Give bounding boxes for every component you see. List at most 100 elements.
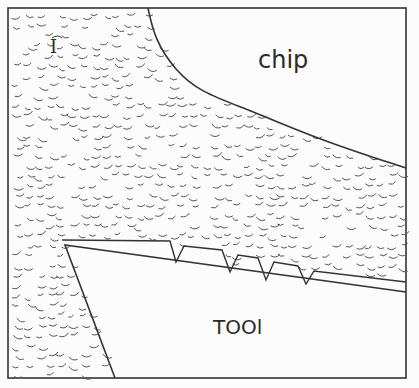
- shear-mark: [403, 244, 408, 246]
- shear-mark: [105, 127, 113, 129]
- shear-mark: [126, 84, 133, 86]
- shear-mark: [46, 197, 54, 200]
- shear-mark: [58, 235, 64, 237]
- shear-mark: [346, 245, 352, 247]
- shear-mark: [324, 187, 331, 189]
- shear-mark: [356, 173, 364, 176]
- shear-mark: [367, 207, 374, 209]
- shear-mark: [221, 227, 227, 228]
- shear-mark: [71, 292, 79, 295]
- shear-mark: [81, 65, 87, 67]
- shear-mark: [126, 188, 133, 190]
- shear-mark: [280, 136, 285, 138]
- shear-mark: [14, 336, 22, 339]
- shear-mark: [46, 184, 52, 185]
- shear-mark: [15, 377, 22, 379]
- shear-mark: [49, 97, 58, 99]
- shear-mark: [116, 28, 124, 31]
- shear-mark: [80, 117, 89, 119]
- shear-mark: [389, 257, 397, 259]
- shear-mark: [39, 117, 47, 121]
- shear-mark: [61, 304, 67, 306]
- shear-mark: [58, 76, 65, 78]
- shear-mark: [57, 47, 62, 49]
- shear-mark: [25, 234, 33, 236]
- shear-mark: [391, 235, 398, 236]
- shear-mark: [100, 68, 108, 70]
- shear-mark: [179, 126, 187, 128]
- shear-mark: [39, 75, 44, 77]
- shear-mark: [39, 325, 46, 327]
- shear-mark: [137, 115, 143, 117]
- shear-mark: [69, 327, 78, 329]
- shear-mark: [244, 125, 253, 127]
- shear-mark: [93, 48, 100, 50]
- shear-mark: [103, 75, 108, 77]
- shear-mark: [60, 333, 68, 337]
- shear-mark: [24, 269, 32, 271]
- shear-mark: [38, 196, 44, 198]
- shear-mark: [237, 125, 244, 128]
- shear-mark: [388, 165, 395, 167]
- chip-region: chip: [148, 8, 406, 168]
- shear-mark: [51, 302, 58, 305]
- shear-mark: [93, 116, 99, 118]
- shear-mark: [84, 224, 89, 225]
- shear-mark: [128, 225, 136, 227]
- shear-mark: [93, 125, 100, 128]
- shear-mark: [94, 55, 100, 57]
- shear-mark: [135, 176, 143, 178]
- shear-mark: [389, 182, 395, 184]
- shear-mark: [101, 177, 107, 180]
- shear-mark: [25, 299, 30, 301]
- shear-mark: [189, 124, 197, 127]
- shear-mark: [14, 154, 22, 156]
- shear-mark: [271, 244, 278, 246]
- shear-mark: [101, 43, 108, 45]
- shear-mark: [324, 147, 330, 149]
- shear-mark: [83, 205, 90, 207]
- shear-mark: [398, 225, 404, 227]
- shear-mark: [48, 214, 57, 216]
- shear-mark: [117, 87, 123, 89]
- shear-mark: [399, 175, 408, 178]
- shear-mark: [79, 309, 86, 311]
- shear-mark: [115, 233, 120, 235]
- shear-mark: [100, 225, 107, 228]
- shear-mark: [90, 235, 96, 236]
- shear-mark: [214, 153, 222, 157]
- shear-mark: [71, 333, 78, 336]
- shear-mark: [402, 232, 409, 235]
- shear-mark: [58, 264, 65, 267]
- shear-mark: [67, 115, 75, 118]
- shear-mark: [12, 86, 17, 87]
- shear-mark: [51, 277, 58, 278]
- shear-mark: [79, 56, 87, 59]
- shear-mark: [94, 198, 101, 200]
- shear-mark: [39, 317, 45, 318]
- shear-mark: [139, 146, 147, 150]
- shear-mark: [138, 104, 144, 105]
- shear-mark: [125, 216, 132, 218]
- shear-mark: [48, 317, 55, 319]
- shear-mark: [390, 194, 398, 196]
- shear-mark: [192, 155, 200, 157]
- shear-mark: [237, 155, 243, 157]
- shear-mark: [62, 26, 68, 28]
- shear-mark: [15, 225, 21, 227]
- shear-mark: [292, 259, 299, 262]
- shear-mark: [212, 124, 220, 128]
- shear-mark: [128, 13, 136, 15]
- shear-mark: [248, 214, 256, 217]
- shear-mark: [36, 308, 43, 311]
- shear-mark: [82, 136, 87, 138]
- shear-mark: [138, 166, 145, 168]
- shear-mark: [91, 165, 99, 167]
- shear-mark: [366, 216, 373, 219]
- shear-mark: [72, 195, 80, 198]
- shear-mark: [281, 145, 289, 147]
- shear-mark: [156, 184, 163, 185]
- shear-mark: [50, 157, 58, 160]
- shear-mark: [257, 135, 265, 138]
